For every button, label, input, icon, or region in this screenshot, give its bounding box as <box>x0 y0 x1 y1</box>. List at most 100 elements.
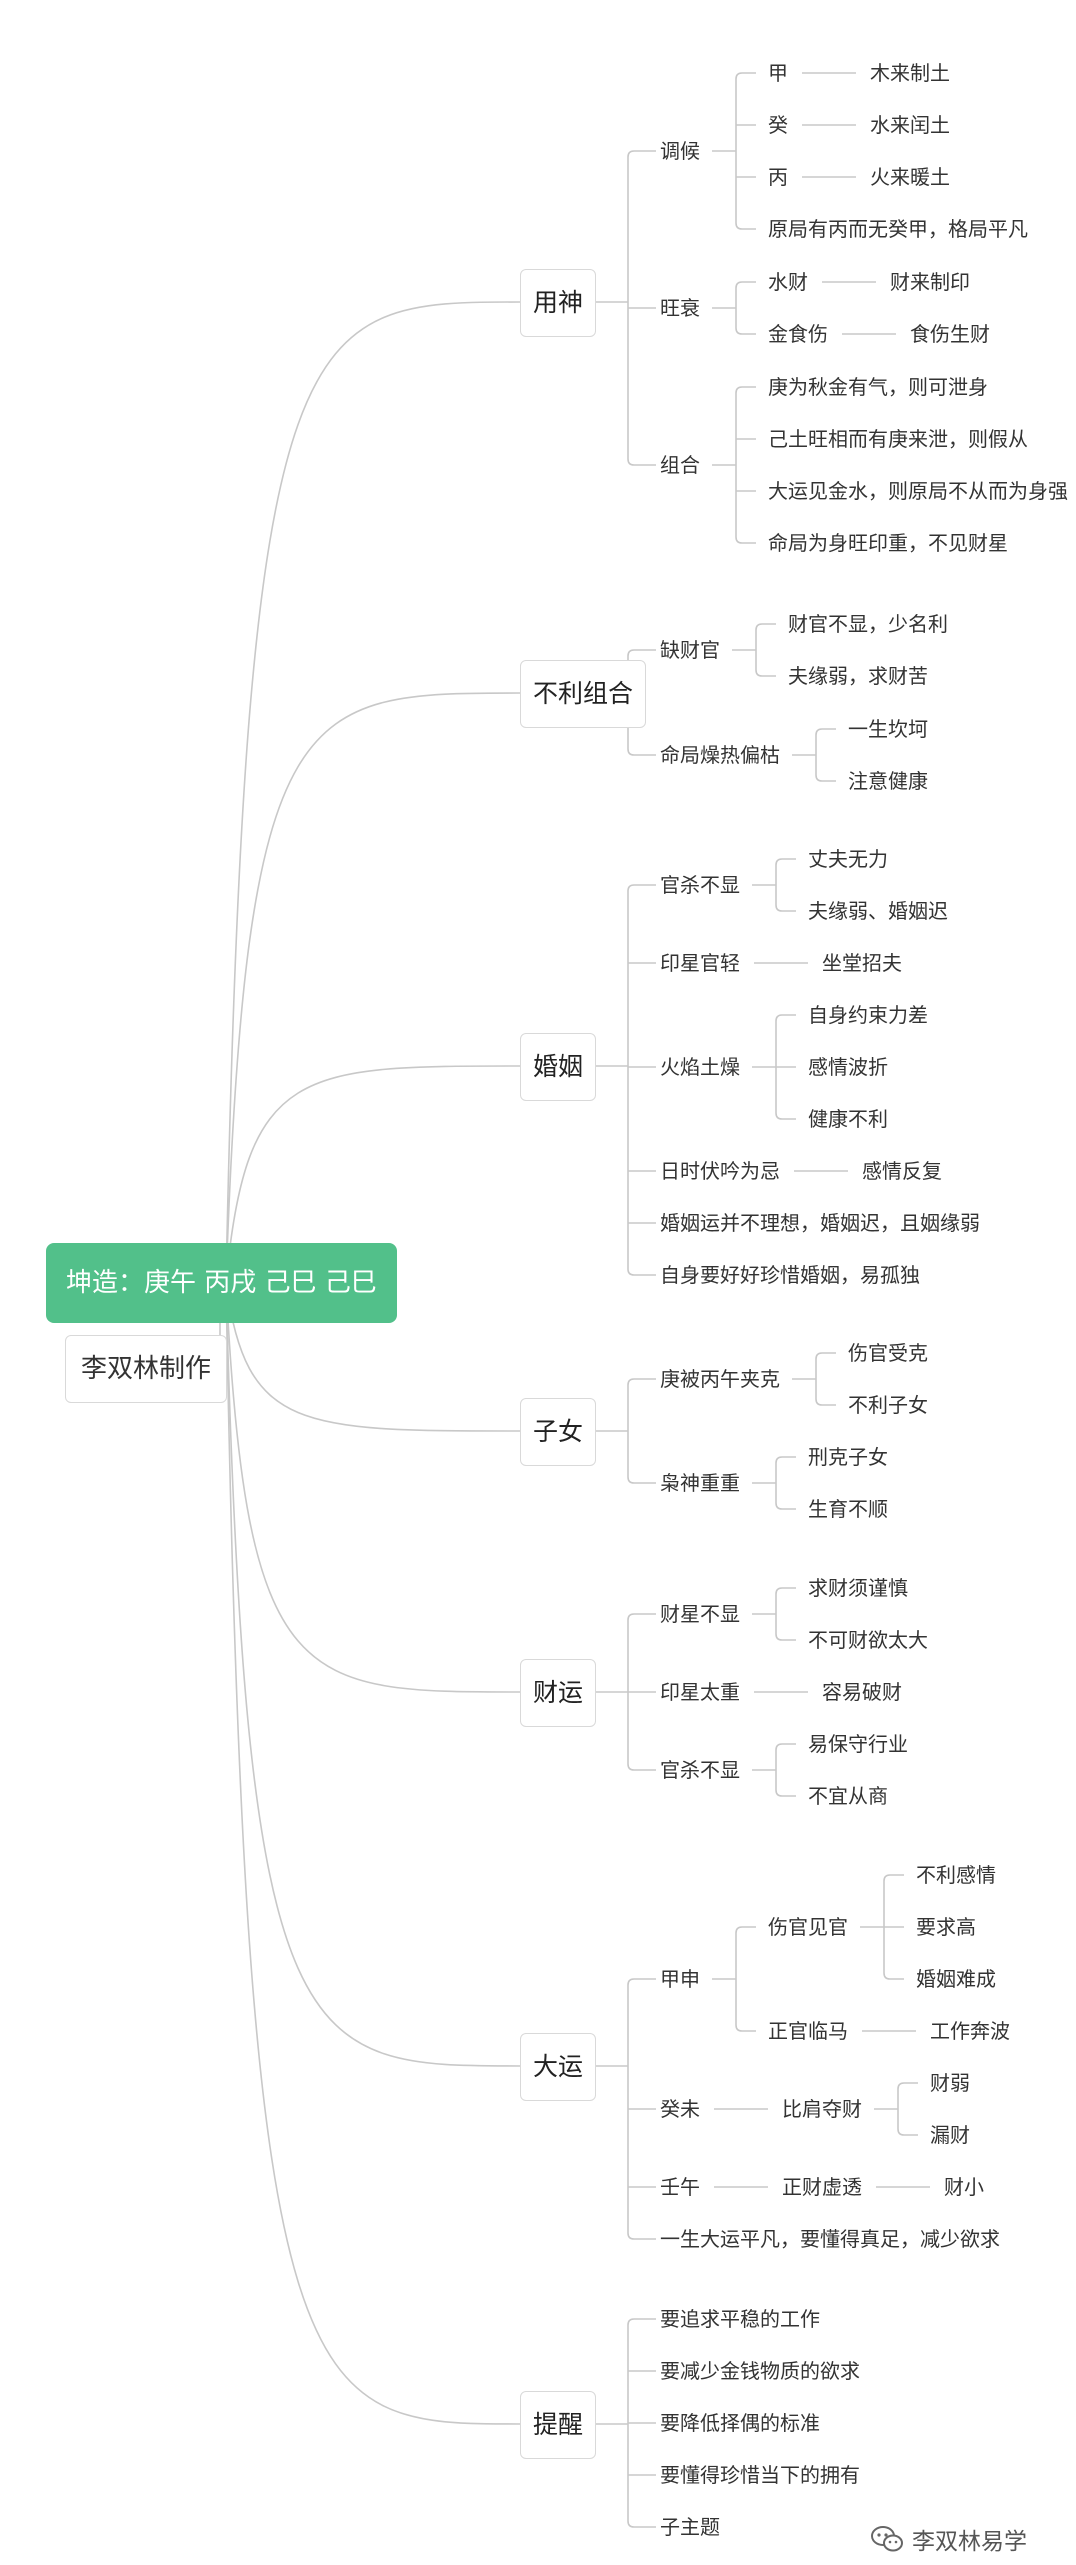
branch-1-item-3-3[interactable]: 大运见金水，则原局不从而为身强 <box>768 479 1068 503</box>
branch-2-item-2[interactable]: 命局燥热偏枯 <box>660 743 780 767</box>
branch-6-item-3[interactable]: 壬午 <box>660 2175 700 2199</box>
branch-2-item-2-2[interactable]: 注意健康 <box>848 769 928 793</box>
branch-1-item-1-1[interactable]: 甲 <box>768 61 788 85</box>
branch-1-item-2-2-1[interactable]: 食伤生财 <box>910 322 990 346</box>
branch-6-item-2[interactable]: 癸未 <box>660 2097 700 2121</box>
branch-3-item-4[interactable]: 日时伏吟为忌 <box>660 1159 780 1183</box>
branch-1-item-1-2[interactable]: 癸 <box>768 113 788 137</box>
branch-5-item-1-1[interactable]: 求财须谨慎 <box>808 1576 908 1600</box>
connector-line <box>775 1456 796 1464</box>
connector-line <box>735 281 756 289</box>
branch-4-item-1-1[interactable]: 伤官受克 <box>848 1341 928 1365</box>
branch-6-item-2-1[interactable]: 比肩夺财 <box>782 2097 862 2121</box>
branch-6-item-1[interactable]: 甲申 <box>660 1967 700 1991</box>
branch-5-item-3[interactable]: 官杀不显 <box>660 1758 740 1782</box>
connector-line <box>775 858 796 866</box>
branch-3-item-1[interactable]: 官杀不显 <box>660 873 740 897</box>
branch-5-item-2-1[interactable]: 容易破财 <box>822 1680 902 1704</box>
branch-3-item-3-2[interactable]: 感情波折 <box>808 1055 888 1079</box>
branch-4-item-2[interactable]: 枭神重重 <box>660 1471 740 1495</box>
branch-1-item-1-3-1[interactable]: 火来暖土 <box>870 165 950 189</box>
branch-3-item-1-1[interactable]: 丈夫无力 <box>808 847 888 871</box>
branch-1-item-3-1[interactable]: 庚为秋金有气，则可泄身 <box>768 375 988 399</box>
branch-1-item-2-2[interactable]: 金食伤 <box>768 322 828 346</box>
connector-line <box>225 692 521 1284</box>
branch-4-item-1[interactable]: 庚被丙午夹克 <box>660 1367 780 1391</box>
branch-5-item-1[interactable]: 财星不显 <box>660 1602 740 1626</box>
branch-5-item-1-2[interactable]: 不可财欲太大 <box>808 1628 928 1652</box>
branch-6-item-1-2[interactable]: 正官临马 <box>768 2019 848 2043</box>
connector-line <box>775 904 796 912</box>
watermark: 李双林易学 <box>870 2524 1027 2555</box>
connector-line <box>883 1874 904 1882</box>
branch-1-item-1-2-1[interactable]: 水来闰土 <box>870 113 950 137</box>
connector-line <box>627 1613 656 1621</box>
branch-1-item-3-2[interactable]: 己土旺相而有庚来泄，则假从 <box>768 427 1028 451</box>
branch-6-item-3-1-1[interactable]: 财小 <box>944 2175 984 2199</box>
branch-4-item-2-1[interactable]: 刑克子女 <box>808 1445 888 1469</box>
branch-1-item-2-1[interactable]: 水财 <box>768 270 808 294</box>
branch-1-item-3-4[interactable]: 命局为身旺印重，不见财星 <box>768 531 1008 555</box>
branch-4-item-1-2[interactable]: 不利子女 <box>848 1393 928 1417</box>
connector-line <box>897 2128 918 2136</box>
branch-7-item-4[interactable]: 要懂得珍惜当下的拥有 <box>660 2463 860 2487</box>
branch-3-item-3-3[interactable]: 健康不利 <box>808 1107 888 1131</box>
branch-3-item-3[interactable]: 火焰土燥 <box>660 1055 740 1079</box>
branch-3-item-3-1[interactable]: 自身约束力差 <box>808 1003 928 1027</box>
connector-line <box>815 728 836 736</box>
branch-3-item-4-1[interactable]: 感情反复 <box>862 1159 942 1183</box>
branch-5[interactable]: 财运 <box>520 1659 597 1727</box>
watermark-text: 李双林易学 <box>912 2529 1027 2555</box>
branch-3[interactable]: 婚姻 <box>520 1033 597 1101</box>
branch-6-item-3-1[interactable]: 正财虚透 <box>782 2175 862 2199</box>
branch-1-item-3[interactable]: 组合 <box>660 453 700 477</box>
branch-6-item-1-2-1[interactable]: 工作奔波 <box>930 2019 1010 2043</box>
branch-3-item-2[interactable]: 印星官轻 <box>660 951 740 975</box>
connector-line <box>225 301 521 1284</box>
branch-4-item-2-2[interactable]: 生育不顺 <box>808 1497 888 1521</box>
branch-3-item-6[interactable]: 自身要好好珍惜婚姻，易孤独 <box>660 1263 920 1287</box>
branch-4[interactable]: 子女 <box>520 1398 597 1466</box>
connector-line <box>775 1633 796 1641</box>
branch-2-item-2-1[interactable]: 一生坎坷 <box>848 717 928 741</box>
branch-1-item-1[interactable]: 调候 <box>660 139 700 163</box>
branch-3-item-2-1[interactable]: 坐堂招夫 <box>822 951 902 975</box>
branch-7[interactable]: 提醒 <box>520 2391 597 2459</box>
connector-line <box>775 1014 796 1022</box>
branch-7-item-1[interactable]: 要追求平稳的工作 <box>660 2307 820 2331</box>
branch-6-item-1-1-2[interactable]: 要求高 <box>916 1915 976 1939</box>
branch-3-item-5[interactable]: 婚姻运并不理想，婚姻迟，且姻缘弱 <box>660 1211 980 1235</box>
branch-6-item-1-1-1[interactable]: 不利感情 <box>916 1863 996 1887</box>
branch-7-item-2[interactable]: 要减少金钱物质的欲求 <box>660 2359 860 2383</box>
branch-5-item-3-2[interactable]: 不宜从商 <box>808 1784 888 1808</box>
branch-6-item-2-1-1[interactable]: 财弱 <box>930 2071 970 2095</box>
branch-3-item-1-2[interactable]: 夫缘弱、婚姻迟 <box>808 899 948 923</box>
maker-node[interactable]: 李双林制作 <box>65 1335 228 1403</box>
branch-6[interactable]: 大运 <box>520 2033 597 2101</box>
branch-6-item-1-1-3[interactable]: 婚姻难成 <box>916 1967 996 1991</box>
connector-line <box>225 1065 521 1284</box>
branch-6-item-2-1-2[interactable]: 漏财 <box>930 2123 970 2147</box>
connector-line <box>735 2024 756 2032</box>
branch-2-item-1[interactable]: 缺财官 <box>660 638 720 662</box>
branch-6-item-4[interactable]: 一生大运平凡，要懂得真足，减少欲求 <box>660 2227 1000 2251</box>
connector-line <box>775 1502 796 1510</box>
branch-1-item-1-3[interactable]: 丙 <box>768 165 788 189</box>
branch-1-item-1-4[interactable]: 原局有丙而无癸甲，格局平凡 <box>768 217 1028 241</box>
branch-1-item-1-1-1[interactable]: 木来制土 <box>870 61 950 85</box>
branch-2[interactable]: 不利组合 <box>520 660 647 728</box>
branch-5-item-2[interactable]: 印星太重 <box>660 1680 740 1704</box>
root-node[interactable]: 坤造：庚午 丙戌 己巳 己巳 <box>46 1243 397 1323</box>
branch-7-item-5[interactable]: 子主题 <box>660 2515 720 2539</box>
branch-2-item-1-2[interactable]: 夫缘弱，求财苦 <box>788 664 928 688</box>
branch-1-item-2[interactable]: 旺衰 <box>660 296 700 320</box>
branch-1-item-2-1-1[interactable]: 财来制印 <box>890 270 970 294</box>
branch-7-item-3[interactable]: 要降低择偶的标准 <box>660 2411 820 2435</box>
branch-6-item-1-1[interactable]: 伤官见官 <box>768 1915 848 1939</box>
connector-line <box>627 2318 656 2326</box>
branch-1[interactable]: 用神 <box>520 269 597 337</box>
branch-5-item-3-1[interactable]: 易保守行业 <box>808 1732 908 1756</box>
branch-2-item-1-1[interactable]: 财官不显，少名利 <box>788 612 948 636</box>
